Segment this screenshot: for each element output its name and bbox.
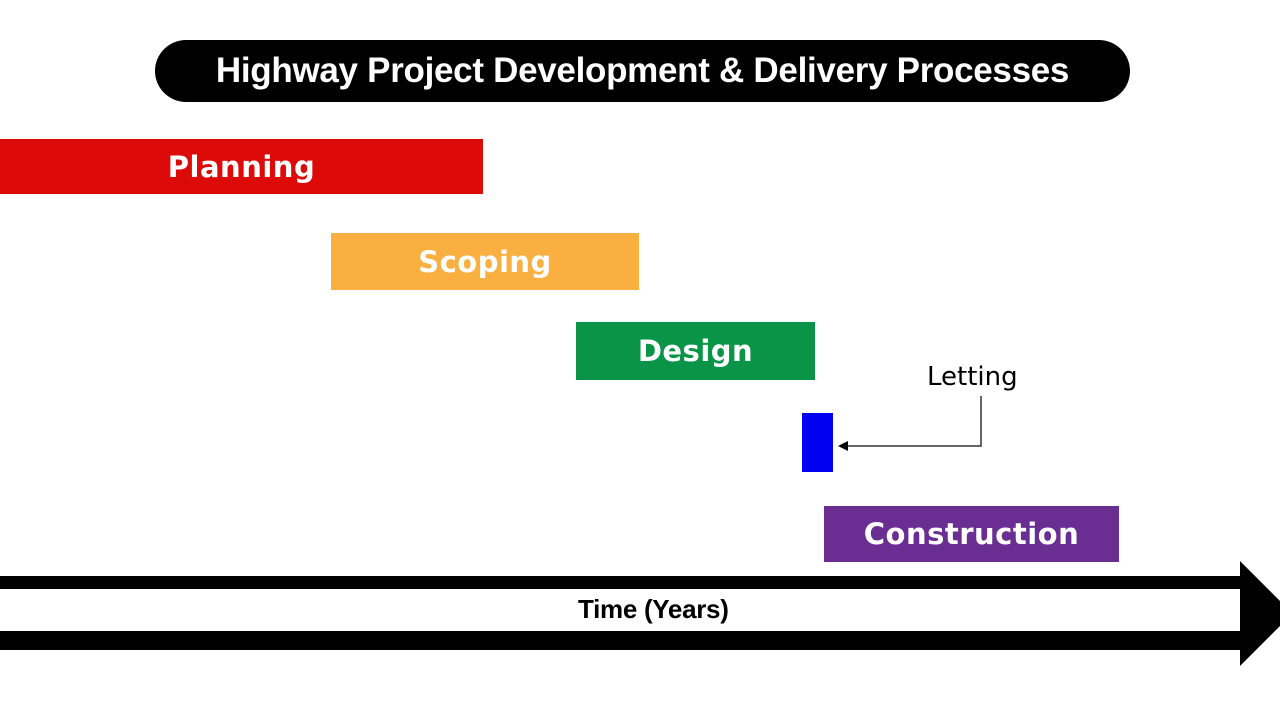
arrowhead-left-icon	[838, 441, 848, 451]
time-axis-label: Time (Years)	[578, 594, 729, 624]
phase-label: Planning	[167, 149, 316, 184]
phase-label: Design	[637, 334, 754, 368]
phase-label: Scoping	[418, 244, 552, 279]
arrowhead-right-icon	[1240, 561, 1280, 666]
letting-label: Letting	[927, 362, 1018, 392]
title-banner: Highway Project Development & Delivery P…	[155, 40, 1130, 102]
phase-bar-scoping: Scoping	[331, 233, 639, 290]
phase-bar-planning: Planning	[0, 139, 483, 194]
diagram-title: Highway Project Development & Delivery P…	[215, 51, 1070, 90]
letting-marker	[802, 413, 833, 472]
phase-bar-design: Design	[576, 322, 815, 380]
phase-bar-construction: Construction	[824, 506, 1119, 562]
phase-label: Construction	[863, 517, 1080, 551]
